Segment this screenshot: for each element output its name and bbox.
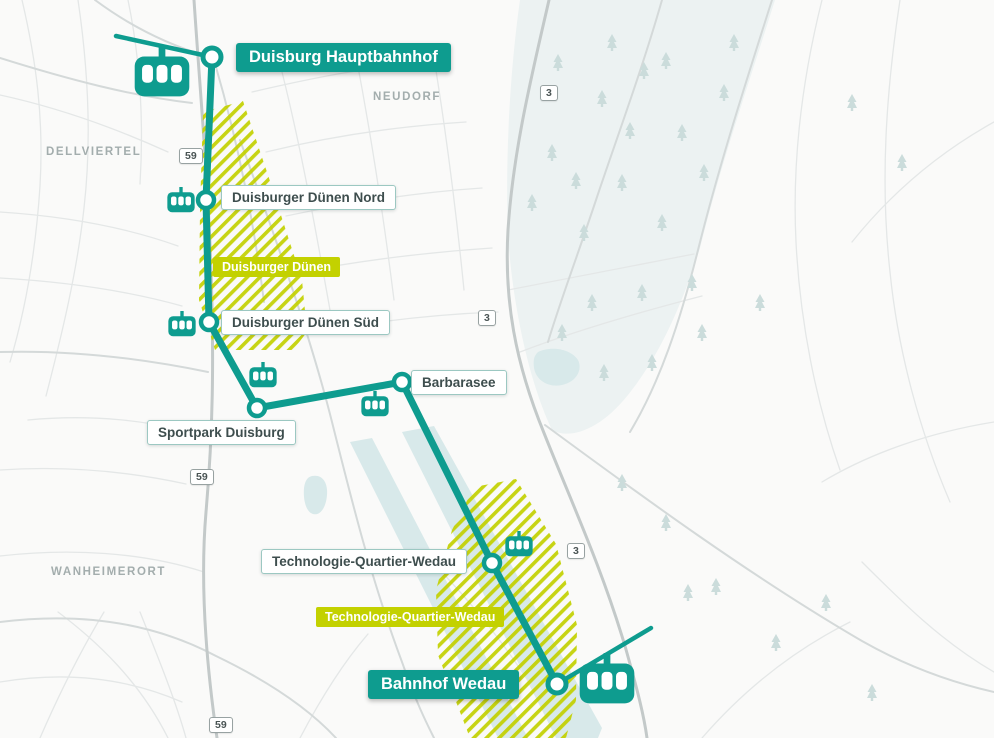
small-pond [303,475,328,515]
highway-a3 [505,0,649,738]
station-marker-duisburg-hauptbahnhof [200,45,224,69]
station-label-duisburger-duenen-sued: Duisburger Dünen Süd [221,310,391,335]
station-marker-tqw [481,552,503,574]
station-marker-barbarasee [391,371,413,393]
zone-label-technologie-quartier-wedau: Technologie-Quartier-Wedau [316,607,505,627]
station-markers [195,45,569,696]
district-label-neudorf: NEUDORF [373,91,442,103]
zone-label-duisburger-duenen: Duisburger Dünen [213,257,341,277]
district-label-dellviertel: DELLVIERTEL [46,146,142,158]
station-marker-bahnhof-wedau [545,672,569,696]
road-badge-59: 59 [179,148,203,164]
station-label-barbarasee: Barbarasee [411,370,507,395]
road-badge-3: 3 [540,85,558,101]
zone-duisburger-duenen [199,101,307,350]
road-badge-59: 59 [190,469,214,485]
forest-area [507,0,775,434]
station-marker-duenen-nord [195,189,217,211]
station-label-duisburg-hauptbahnhof: Duisburg Hauptbahnhof [236,43,451,72]
station-label-sportpark-duisburg: Sportpark Duisburg [147,420,296,445]
lake-barbarasee [533,348,580,386]
station-label-technologie-quartier-wedau: Technologie-Quartier-Wedau [261,549,468,574]
station-label-bahnhof-wedau: Bahnhof Wedau [368,670,520,699]
station-label-duisburger-duenen-nord: Duisburger Dünen Nord [221,185,397,210]
road-badge-59: 59 [209,717,233,733]
station-marker-sportpark [246,397,268,419]
district-label-wanheimerort: WANHEIMERORT [51,566,167,578]
road-badge-3: 3 [567,543,585,559]
road-badge-3: 3 [478,310,496,326]
station-marker-duenen-sued [198,311,220,333]
